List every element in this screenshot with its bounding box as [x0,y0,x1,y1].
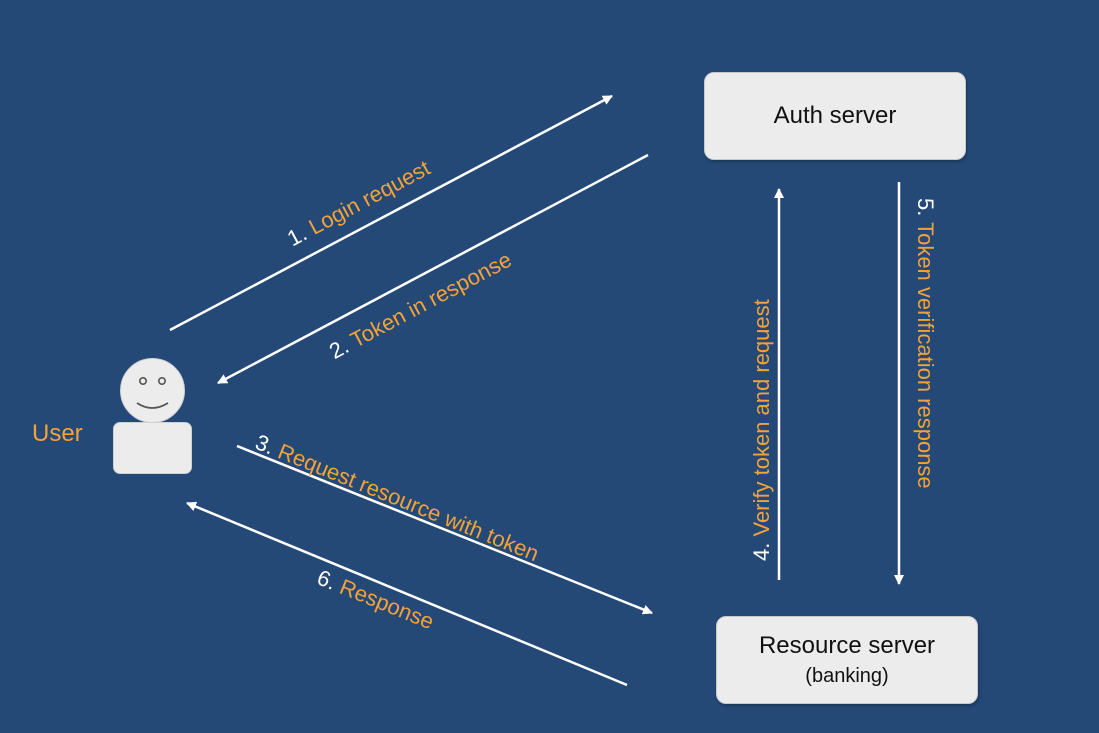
step-5-text: Token verification response [913,222,938,489]
resource-server-subtitle: (banking) [805,665,889,687]
resource-server-box: Resource server (banking) [716,616,978,704]
step-5-number: 5. [913,198,938,217]
arrow-request-resource [236,444,653,615]
smiley-face-icon [136,376,169,409]
user-body-icon [113,422,192,474]
user-label: User [32,420,83,447]
auth-server-box: Auth server [704,72,966,160]
resource-server-title: Resource server [758,632,936,659]
arrow-token-in-response [217,153,649,385]
step-4-text: Verify token and request [749,299,774,537]
step-4-number: 4. [749,542,774,561]
step-4-label: 4. Verify token and request [749,241,775,561]
arrow-login-request [169,94,613,332]
user-head-icon [120,358,185,423]
arrow-response [186,501,628,687]
step-5-label: 5. Token verification response [912,198,938,558]
auth-server-title: Auth server [773,102,897,129]
